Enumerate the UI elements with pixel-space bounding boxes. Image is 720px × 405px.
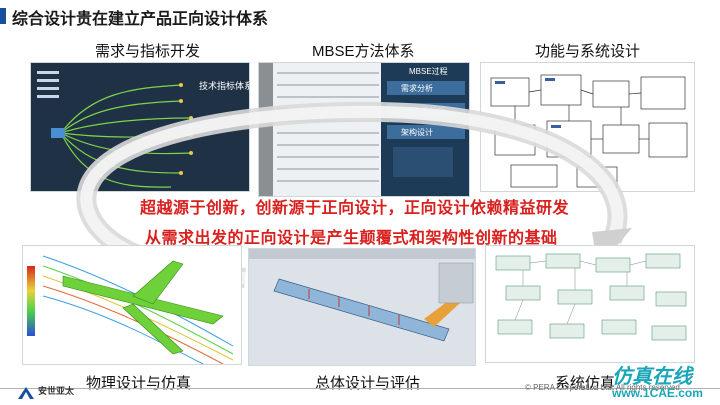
company-logo-text: 安世亚太 bbox=[38, 386, 75, 396]
system-sim-graphic bbox=[495, 253, 687, 341]
page-title: 综合设计贵在建立产品正向设计体系 bbox=[12, 11, 269, 28]
cfd-airplane-graphic bbox=[23, 246, 241, 364]
physics-simulation-image bbox=[22, 245, 242, 365]
inner-label-tech-indicators: 技术指标体系 bbox=[199, 81, 250, 91]
company-logo-icon bbox=[18, 387, 34, 399]
label-function: 功能与系统设计 bbox=[535, 43, 641, 60]
overall-design-image bbox=[248, 248, 476, 366]
mbse-graphic bbox=[259, 63, 469, 196]
cad-fuselage-graphic bbox=[249, 249, 475, 365]
label-system-sim: 系统仿真 bbox=[555, 375, 616, 392]
label-physics: 物理设计与仿真 bbox=[86, 375, 192, 392]
mbse-process-label: MBSE过程 bbox=[409, 67, 448, 76]
label-overall: 总体设计与评估 bbox=[315, 375, 421, 392]
mbse-process-image: MBSE过程 需求分析 系统功能分析 架构设计 bbox=[258, 62, 470, 197]
slogan-line-2: 从需求出发的正向设计是产生颠覆式和架构性创新的基础 bbox=[145, 230, 558, 247]
watermark-url: www.1CAE.com bbox=[612, 386, 703, 400]
title-accent-bar bbox=[0, 8, 6, 24]
watermark-text: 仿真在线 bbox=[612, 366, 692, 388]
system-simulation-image bbox=[485, 245, 695, 363]
footer-divider bbox=[0, 388, 720, 389]
label-mbse: MBSE方法体系 bbox=[312, 43, 415, 60]
label-requirements: 需求与指标开发 bbox=[95, 43, 201, 60]
slogan-line-1: 超越源于创新，创新源于正向设计，正向设计依赖精益研发 bbox=[140, 200, 570, 217]
copyright-text: © PERA Corporation Ltd. All rights reser… bbox=[525, 383, 683, 392]
mbse-step-1: 需求分析 bbox=[401, 84, 433, 93]
mbse-step-3: 架构设计 bbox=[401, 128, 433, 137]
